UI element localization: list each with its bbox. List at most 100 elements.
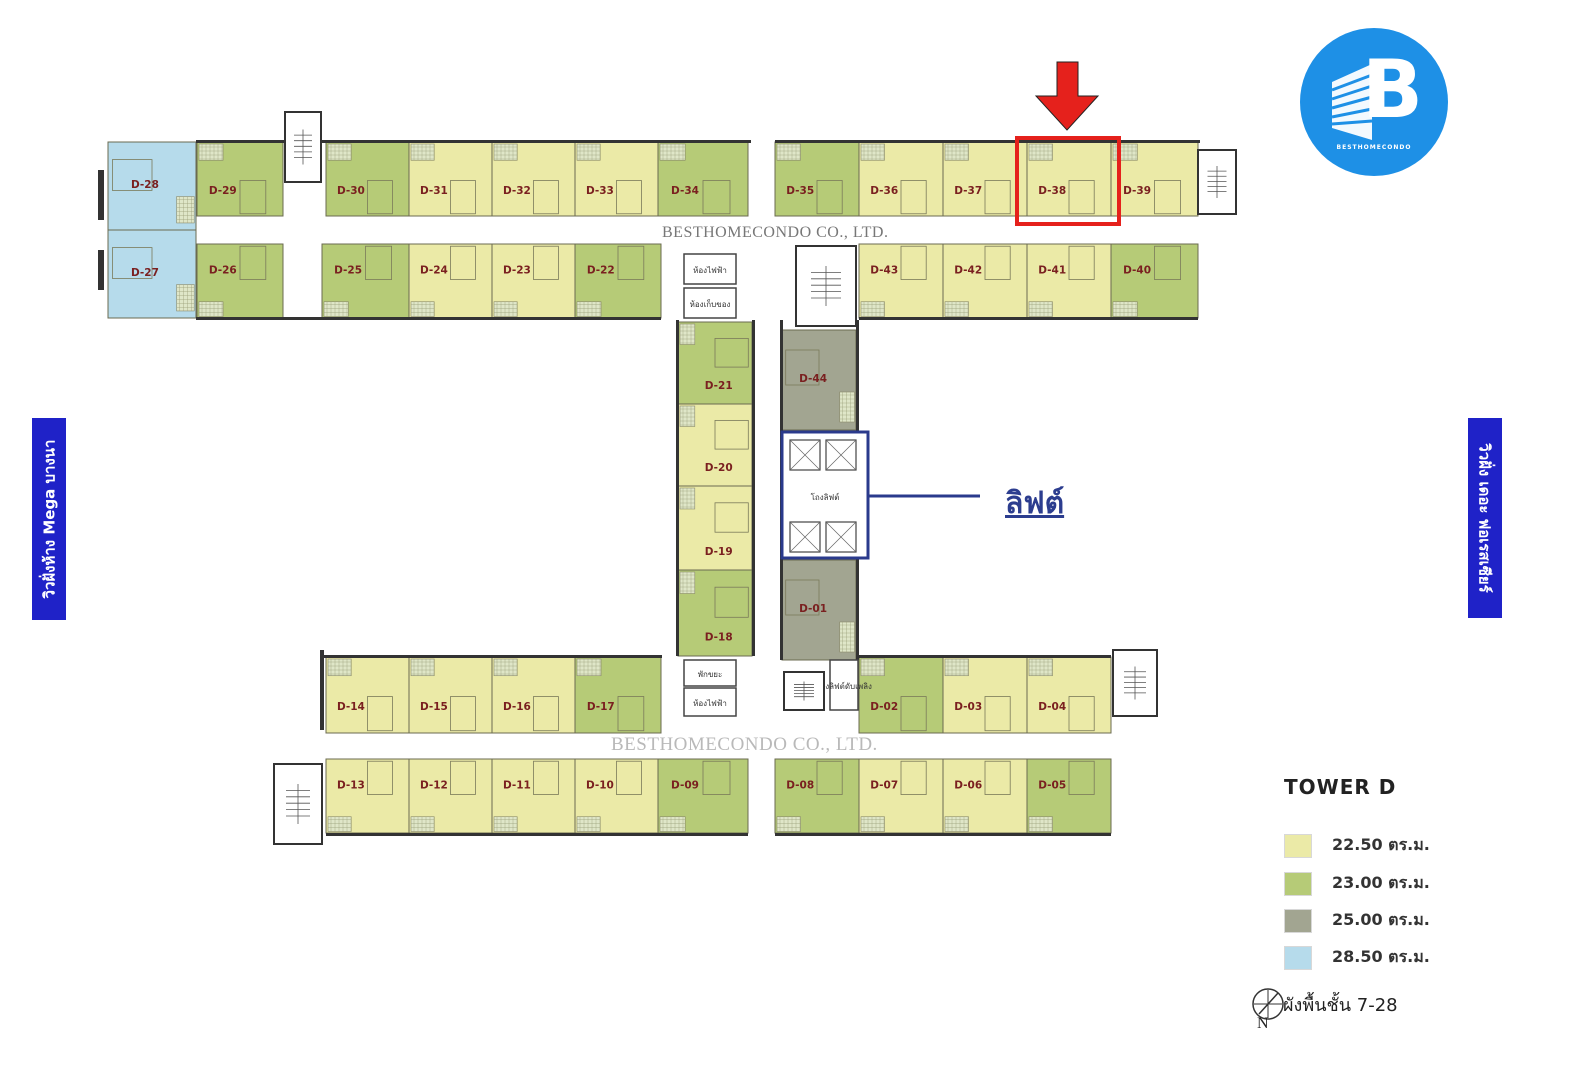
north-arrow-icon: [1252, 988, 1284, 1020]
besthomecondo-logo: B BESTHOMECONDO: [1300, 28, 1448, 176]
balcony-grid: [576, 301, 602, 317]
watermark-top: BESTHOMECONDO CO., LTD.: [662, 224, 889, 241]
legend-item-25-00: 25.00 ตร.ม.: [1284, 908, 1430, 933]
unit-d-09[interactable]: D-09: [657, 758, 749, 834]
stair-bottom-left: [273, 763, 323, 845]
unit-label: D-25: [334, 265, 362, 277]
balcony-grid: [576, 143, 601, 161]
unit-label: D-18: [705, 632, 733, 644]
balcony-grid: [198, 301, 224, 317]
unit-label: D-05: [1038, 780, 1066, 792]
balcony-grid: [1112, 143, 1138, 161]
room-label: พักขยะ: [698, 670, 723, 679]
legend-item-22-50: 22.50 ตร.ม.: [1284, 833, 1430, 858]
unit-d-32[interactable]: D-32: [491, 141, 576, 217]
fire-lift-lobby: โถงลิฟต์ดับเพลิง: [816, 659, 872, 711]
balcony-grid: [679, 323, 696, 345]
balcony-grid: [860, 143, 885, 161]
right-view-text: วิวฝั่ง เดอะ ฟอเรสเซียร์: [1476, 443, 1494, 593]
unit-label: D-37: [954, 185, 982, 197]
right-view-label: วิวฝั่ง เดอะ ฟอเรสเซียร์: [1468, 418, 1502, 618]
room-label: ห้องไฟฟ้า: [693, 266, 727, 275]
unit-label: D-35: [786, 185, 814, 197]
legend-label: 25.00 ตร.ม.: [1332, 910, 1430, 929]
logo-letter: B: [1362, 43, 1423, 136]
balcony-grid: [860, 816, 885, 832]
unit-d-41[interactable]: D-41: [1026, 243, 1112, 319]
building-icon: [1331, 64, 1373, 140]
balcony-grid: [1028, 658, 1053, 677]
balcony-grid: [576, 658, 602, 677]
balcony-grid: [176, 284, 195, 312]
balcony-grid: [679, 405, 696, 427]
unit-label: D-04: [1038, 701, 1066, 713]
unit-label: D-14: [337, 701, 365, 713]
unit-label: D-12: [420, 780, 448, 792]
unit-label: D-16: [503, 701, 531, 713]
balcony-grid: [410, 816, 435, 832]
room-label: ห้องไฟฟ้า: [693, 699, 727, 708]
storage-room: ห้องเก็บของ: [683, 287, 737, 319]
unit-label: D-08: [786, 780, 814, 792]
unit-label: D-40: [1123, 265, 1151, 277]
unit-label: D-21: [705, 380, 733, 392]
unit-label: D-23: [503, 265, 531, 277]
balcony-grid: [679, 487, 696, 510]
electric-room-top: ห้องไฟฟ้า: [683, 253, 737, 285]
balcony-grid: [860, 658, 885, 677]
unit-label: D-39: [1123, 185, 1151, 197]
unit-label: D-22: [587, 265, 615, 277]
unit-label: D-30: [337, 185, 365, 197]
balcony-grid: [176, 196, 195, 224]
unit-label: D-17: [587, 701, 615, 713]
legend-label: 22.50 ตร.ม.: [1332, 835, 1430, 854]
unit-label: D-09: [671, 780, 699, 792]
legend-swatch: [1284, 871, 1312, 896]
unit-d-40[interactable]: D-40: [1110, 243, 1199, 319]
unit-label: D-27: [131, 267, 159, 279]
unit-label: D-01: [799, 603, 827, 615]
unit-label: D-31: [420, 185, 448, 197]
floor-label: ผังพื้นชั้น 7-28: [1283, 995, 1398, 1016]
unit-label: D-11: [503, 780, 531, 792]
balcony-grid: [1028, 301, 1053, 317]
balcony-grid: [493, 658, 518, 677]
balcony-grid: [776, 816, 801, 832]
left-view-label: วิวฝั่งห้าง Mega บางนา: [32, 418, 66, 620]
balcony-grid: [860, 301, 885, 317]
balcony-grid: [493, 816, 518, 832]
unit-d-23[interactable]: D-23: [491, 243, 576, 319]
legend-item-28-50: 28.50 ตร.ม.: [1284, 945, 1430, 970]
arrow-down-icon: [1034, 61, 1100, 131]
legend-item-23-00: 23.00 ตร.ม.: [1284, 871, 1430, 896]
fire-lift: [783, 671, 825, 711]
unit-label: D-41: [1038, 265, 1066, 277]
unit-d-01[interactable]: D-01: [781, 559, 857, 661]
balcony-grid: [944, 816, 969, 832]
unit-label: D-20: [705, 462, 733, 474]
legend-swatch: [1284, 833, 1312, 858]
balcony-grid: [944, 658, 969, 677]
legend-swatch: [1284, 908, 1312, 933]
balcony-grid: [944, 301, 969, 317]
stair-top-right: [1197, 149, 1237, 215]
unit-label: D-10: [586, 780, 614, 792]
balcony-grid: [679, 571, 696, 594]
legend-label: 28.50 ตร.ม.: [1332, 947, 1430, 966]
lift-lobby-label: โถงลิฟต์: [811, 492, 840, 502]
legend-label: 23.00 ตร.ม.: [1332, 873, 1430, 892]
unit-label: D-06: [954, 780, 982, 792]
unit-d-35[interactable]: D-35: [774, 141, 860, 217]
unit-label: D-03: [954, 701, 982, 713]
balcony-grid: [839, 621, 855, 653]
unit-label: D-34: [671, 185, 699, 197]
unit-label: D-15: [420, 701, 448, 713]
highlight-box: [1015, 136, 1121, 226]
stair-top-left: [284, 111, 322, 183]
unit-label: D-32: [503, 185, 531, 197]
lift-label: ลิฟต์: [1005, 486, 1065, 521]
balcony-grid: [1112, 301, 1138, 317]
balcony-grid: [839, 391, 855, 423]
